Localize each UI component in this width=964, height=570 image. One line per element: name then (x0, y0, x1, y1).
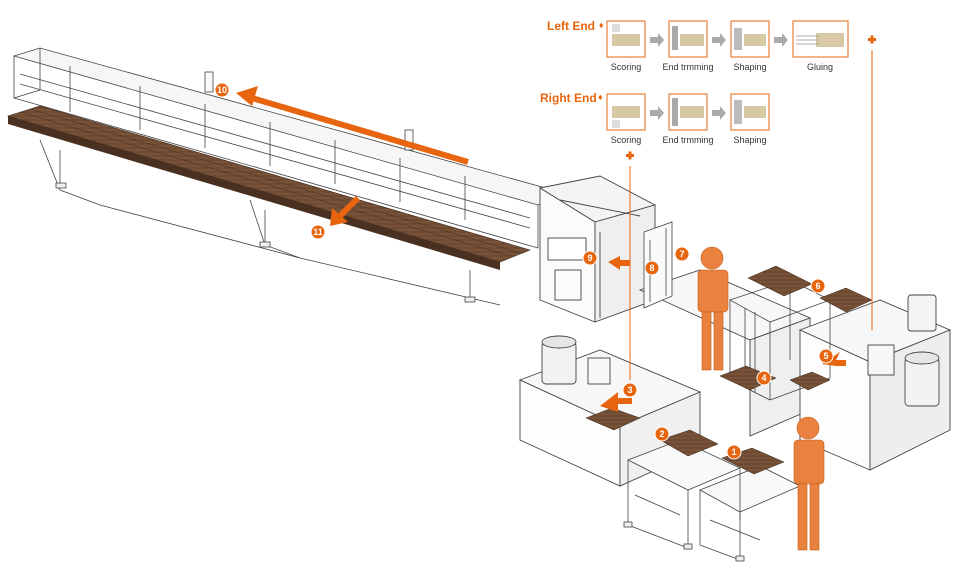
station-marker-7: 7 (674, 246, 690, 262)
left-step-caption: Gluing (806, 62, 833, 72)
station-marker-label: 8 (649, 263, 654, 273)
left-step-caption: Shaping (733, 62, 767, 72)
left-end-bullet: ♦ (599, 20, 604, 30)
machine-housing (538, 175, 657, 323)
return-direction-arrow (236, 86, 469, 165)
infeed-tables (623, 439, 801, 562)
station-marker-label: 1 (731, 447, 736, 457)
station-marker-label: 10 (217, 85, 227, 95)
station-marker-label: 6 (815, 281, 820, 291)
station-marker-label: 4 (761, 373, 766, 383)
station-marker-9: 9 (582, 250, 598, 266)
station-marker-10: 10 (214, 82, 230, 98)
process-legend (606, 20, 849, 131)
station-marker-11: 11 (310, 224, 326, 240)
right-end-label: Right End (540, 91, 597, 105)
station-marker-6: 6 (810, 278, 826, 294)
right-step-caption: Shaping (733, 135, 767, 145)
station-marker-3: 3 (622, 382, 638, 398)
station-marker-1: 1 (726, 444, 742, 460)
station-marker-5: 5 (818, 348, 834, 364)
process-leader-lines (629, 50, 873, 380)
station-marker-label: 5 (823, 351, 828, 361)
right-step-caption: Scoring (610, 135, 642, 145)
left-end-label: Left End (547, 19, 595, 33)
station-marker-label: 2 (659, 429, 664, 439)
station-marker-2: 2 (654, 426, 670, 442)
conveyor-boards (6, 105, 531, 270)
station-marker-label: 11 (313, 227, 323, 237)
discharge-arrow (330, 195, 361, 226)
right-end-bullet: ♦ (598, 92, 603, 102)
station-marker-label: 7 (679, 249, 684, 259)
right-step-caption: End trmming (662, 135, 714, 145)
station-marker-8: 8 (644, 260, 660, 276)
station-markers: 1 2 3 4 5 6 7 8 9 10 11 (214, 82, 834, 460)
station-marker-label: 9 (587, 253, 592, 263)
feed-arrow (608, 256, 630, 270)
left-step-caption: Scoring (610, 62, 642, 72)
station-marker-label: 3 (627, 385, 632, 395)
right-end-steps (606, 93, 770, 131)
left-end-steps (606, 20, 849, 58)
station-marker-4: 4 (756, 370, 772, 386)
motors (541, 294, 940, 407)
left-step-caption: End trmming (662, 62, 714, 72)
return-conveyor (12, 47, 562, 306)
plus-markers (626, 35, 876, 160)
operator-figures (697, 246, 825, 551)
